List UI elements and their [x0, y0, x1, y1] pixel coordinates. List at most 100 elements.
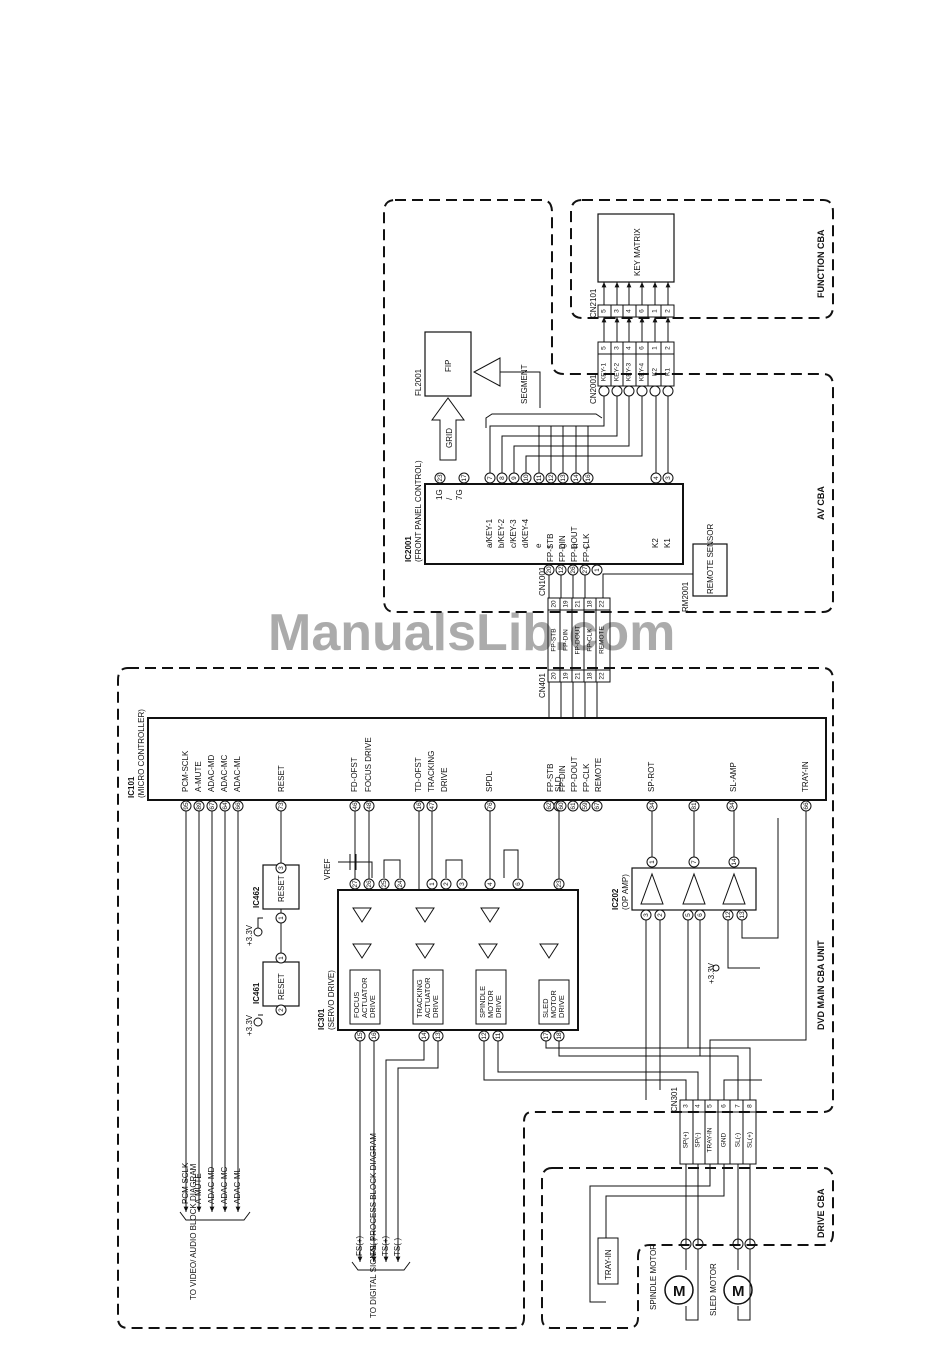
- svg-text:73: 73: [278, 802, 285, 810]
- cn2101-pin: 6: [639, 309, 646, 313]
- cn401-strip: [547, 597, 611, 683]
- svg-text:14: 14: [421, 1032, 428, 1040]
- ic202-top-pin: 14: [728, 856, 740, 868]
- svg-text:48: 48: [366, 802, 373, 810]
- svg-text:18: 18: [556, 1032, 563, 1040]
- remote-sensor-box: [692, 543, 728, 597]
- cn301-pin: 7: [735, 1104, 742, 1108]
- key-matrix-box: [597, 213, 675, 283]
- svg-text:9: 9: [511, 476, 518, 480]
- ic101-pin: 67: [206, 800, 218, 812]
- svg-text:14: 14: [731, 858, 738, 866]
- ic2001-pin: 12: [545, 472, 557, 484]
- svg-text:66: 66: [235, 802, 242, 810]
- ic101-signal-label: ADAC-ML: [233, 755, 242, 792]
- ic101-signal-label: REMOTE: [594, 758, 603, 792]
- ic101-signal-label: FP-STB: [546, 764, 555, 792]
- cn2001-pin: 6: [639, 346, 646, 350]
- ic101-pin: 64: [219, 800, 231, 812]
- ic2001-ref: IC2001: [404, 536, 413, 562]
- ic301-block-label: DRIVE: [557, 995, 566, 1018]
- svg-text:16: 16: [416, 802, 423, 810]
- ic2001-pin: 14: [570, 472, 582, 484]
- ic301-block-label: DRIVE: [431, 995, 440, 1018]
- ic2001-desc: (FRONT PANEL CONTROL): [414, 460, 423, 562]
- fip-box: [424, 331, 472, 397]
- svg-text:89: 89: [196, 802, 203, 810]
- sled-motor-circle: [723, 1275, 753, 1305]
- ic101-pin: 46: [349, 800, 361, 812]
- ic2001-pin: 23: [434, 472, 446, 484]
- ic101-pin: 48: [363, 800, 375, 812]
- cn2101-pin: 5: [601, 309, 608, 313]
- cn1001-pin: 18: [587, 600, 594, 608]
- fl2001-ref: FL2001: [414, 368, 423, 396]
- cn401-label: FP-STB: [551, 628, 558, 651]
- cn301-ref: CN301: [670, 1087, 679, 1112]
- amp-triangle: [352, 907, 372, 923]
- ic101-signal-label: FD-OFST: [350, 757, 359, 792]
- cn2001-label: K2: [652, 368, 659, 376]
- cn2001-pin-dot: [649, 385, 661, 397]
- tray-in-label: TRAY-IN: [604, 1249, 613, 1280]
- ic202-bottom-pin: 12: [722, 909, 734, 921]
- cn401-pin: 19: [563, 672, 570, 680]
- ic461-pin: 2: [275, 1004, 287, 1016]
- ic462-pin: 1: [275, 912, 287, 924]
- ic301-top-pin: 24: [394, 878, 406, 890]
- segment-label: SEGMENT: [520, 364, 529, 404]
- svg-text:81: 81: [691, 802, 698, 810]
- svg-text:66: 66: [803, 802, 810, 810]
- ic202-bottom-pin: 13: [736, 909, 748, 921]
- cn301-strip: [679, 1099, 757, 1165]
- ic101-pin: 34: [646, 800, 658, 812]
- amp-triangle: [478, 943, 498, 959]
- svg-text:7: 7: [487, 476, 494, 480]
- ic2001-signal-label: /: [445, 497, 454, 500]
- ic2001-signal-label: FP-CLK: [582, 533, 591, 562]
- svg-text:25: 25: [381, 880, 388, 888]
- svg-text:34: 34: [649, 802, 656, 810]
- ic301-top-pin: 1: [426, 878, 438, 890]
- amp-triangle: [480, 907, 500, 923]
- amp-triangle: [539, 943, 559, 959]
- tracking-drive-block: [412, 969, 444, 1025]
- to-video-signal: ADAC-MD: [207, 1166, 216, 1204]
- ic301-bottom-pin: 17: [540, 1030, 552, 1042]
- ic2001-signal-label: f: [546, 545, 555, 548]
- cn401-label: REMOTE: [599, 625, 606, 653]
- svg-text:23: 23: [556, 880, 563, 888]
- cn301-label: GND: [721, 1132, 728, 1147]
- ic101-pin: 95: [180, 800, 192, 812]
- svg-text:1: 1: [278, 956, 285, 960]
- cn2001-label: KEY-1: [601, 363, 608, 382]
- ic301-top-pin: 2: [440, 878, 452, 890]
- ic101-signal-label: TRAY-IN: [801, 761, 810, 792]
- ic461-label: RESET: [277, 973, 286, 1000]
- cn301-label: SL(-): [735, 1133, 742, 1147]
- svg-text:2: 2: [657, 913, 664, 917]
- svg-text:76: 76: [487, 802, 494, 810]
- remote-sensor-label: REMOTE SENSOR: [706, 524, 715, 594]
- ic101-pin: 89: [193, 800, 205, 812]
- ic301-top-pin: 26: [363, 878, 375, 890]
- ic2001-signal-label: g: [558, 544, 567, 548]
- cn2001-pin: 2: [665, 346, 672, 350]
- drive-cba-border: [541, 1167, 834, 1329]
- ic2001-pin: 8: [496, 472, 508, 484]
- spindle-motor-circle: [664, 1275, 694, 1305]
- key-matrix-label: KEY MATRIX: [633, 228, 642, 276]
- svg-text:16: 16: [585, 474, 592, 482]
- tray-in-box: [597, 1237, 619, 1285]
- ic101-signal-label: SPDL: [485, 771, 494, 792]
- svg-text:15: 15: [357, 1032, 364, 1040]
- ic202-bottom-pin: 3: [640, 909, 652, 921]
- ic2001-signal-label: d/KEY-4: [521, 518, 530, 548]
- ic101-pin: 66: [800, 800, 812, 812]
- ic101-signal-label: FOCUS DRIVE: [364, 737, 373, 792]
- ic2001-signal-label: i: [583, 546, 592, 548]
- cn2001-pin-dot: [611, 385, 623, 397]
- cn2001-pin: 5: [601, 346, 608, 350]
- svg-text:26: 26: [570, 566, 577, 574]
- av-cba-border: [383, 199, 834, 613]
